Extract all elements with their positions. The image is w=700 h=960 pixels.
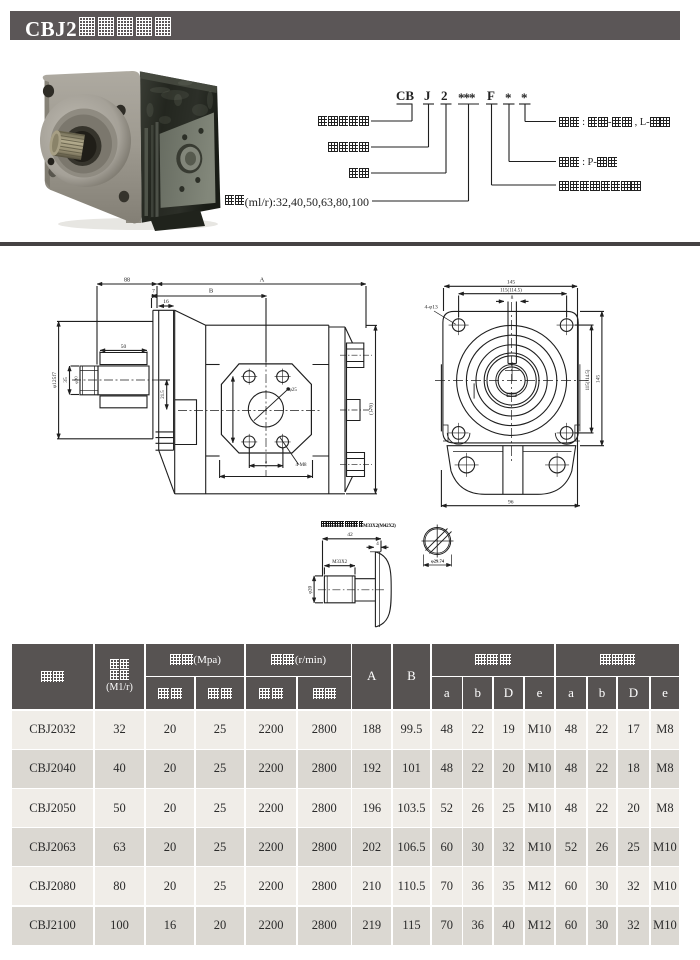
- svg-text:4-M8: 4-M8: [295, 463, 307, 468]
- svg-text:M33X2: M33X2: [332, 560, 348, 565]
- svg-text:16: 16: [163, 299, 169, 305]
- svg-text:96: 96: [508, 499, 514, 505]
- svg-text:145: 145: [507, 280, 516, 286]
- svg-text:B: B: [209, 288, 214, 295]
- svg-text:115(114.5): 115(114.5): [500, 288, 522, 293]
- svg-text:A: A: [260, 277, 265, 284]
- svg-text:4: 4: [376, 542, 379, 547]
- svg-text:35: 35: [63, 377, 69, 383]
- svg-text:145: 145: [596, 375, 602, 384]
- svg-text:φ25: φ25: [289, 388, 297, 393]
- svg-text:φ20: φ20: [309, 585, 314, 593]
- svg-text:21.5: 21.5: [161, 390, 166, 399]
- svg-text:88: 88: [124, 278, 130, 284]
- svg-text:4-φ13: 4-φ13: [425, 305, 439, 311]
- svg-text:115(114.5): 115(114.5): [586, 369, 591, 390]
- svg-text:8: 8: [511, 295, 514, 301]
- svg-text:7: 7: [152, 289, 155, 295]
- svg-text:a: a: [265, 461, 268, 466]
- svg-text:φ125f7: φ125f7: [51, 372, 58, 388]
- svg-text:50: 50: [121, 344, 127, 350]
- svg-text:42: 42: [347, 532, 353, 538]
- svg-text:(176): (176): [368, 403, 375, 415]
- svg-text:φ29.74: φ29.74: [431, 559, 445, 564]
